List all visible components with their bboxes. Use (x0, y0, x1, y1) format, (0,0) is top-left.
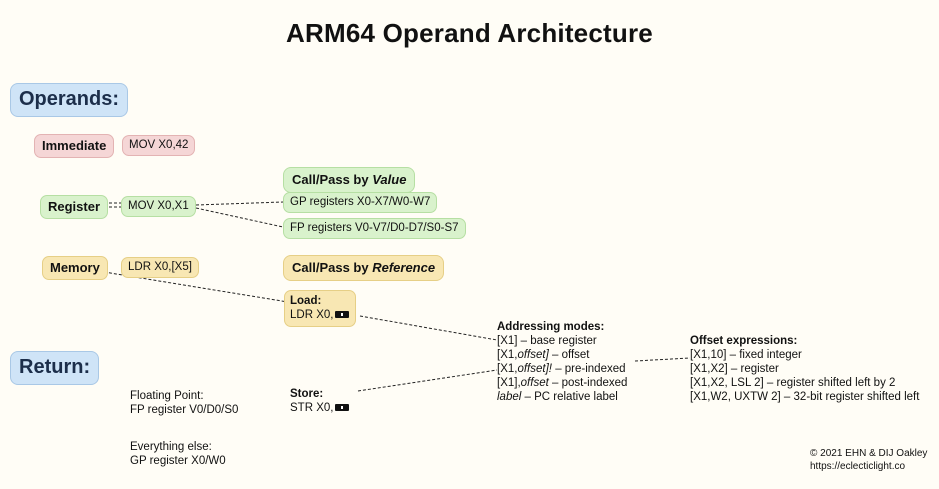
return-else-value: GP register X0/W0 (130, 455, 226, 467)
by-value-heading: Call/Pass by Value (283, 167, 416, 193)
fp-registers-pill: FP registers V0-V7/D0-D7/S0-S7 (283, 218, 466, 239)
offset-expressions: Offset expressions: [X1,10] – fixed inte… (690, 334, 919, 404)
register-tag: Register (40, 195, 109, 219)
credit: © 2021 EHN & DIJ Oakley https://eclectic… (810, 447, 927, 473)
return-else-label: Everything else: (130, 441, 212, 453)
register-example: MOV X0,X1 (121, 196, 196, 217)
offset-item: [X1,10] – fixed integer (690, 349, 802, 361)
store-box: Store: STR X0, (290, 387, 350, 415)
memory-example: LDR X0,[X5] (121, 257, 199, 278)
return-fp-value: FP register V0/D0/S0 (130, 404, 239, 416)
by-reference-heading: Call/Pass by Reference (283, 255, 445, 281)
offset-item: [X1,X2, LSL 2] – register shifted left b… (690, 377, 896, 389)
store-instr: STR X0, (290, 402, 334, 414)
by-value-prefix: Call/Pass by (292, 172, 373, 187)
load-label: Load: (290, 295, 322, 307)
addressing-item: [X1],offset – post-indexed (497, 377, 628, 389)
return-heading: Return: (10, 351, 100, 385)
store-label: Store: (290, 388, 324, 400)
credit-line2: https://eclecticlight.co (810, 461, 906, 472)
by-reference-prefix: Call/Pass by (292, 260, 373, 275)
credit-line1: © 2021 EHN & DIJ Oakley (810, 448, 928, 459)
return-fp-label: Floating Point: (130, 390, 204, 402)
load-instr: LDR X0, (290, 309, 334, 321)
addressing-modes: Addressing modes: [X1] – base register [… (497, 320, 627, 404)
memory-tag: Memory (42, 256, 108, 280)
by-value-emph: Value (372, 172, 407, 187)
return-fp: Floating Point: FP register V0/D0/S0 (130, 389, 238, 417)
addressing-item: label – PC relative label (497, 391, 618, 403)
addressing-title: Addressing modes: (497, 321, 605, 333)
offset-item: [X1,W2, UXTW 2] – 32-bit register shifte… (690, 391, 920, 403)
gp-registers-pill: GP registers X0-X7/W0-W7 (283, 192, 438, 213)
operands-heading: Operands: (10, 83, 129, 117)
offset-item: [X1,X2] – register (690, 363, 779, 375)
immediate-example: MOV X0,42 (122, 135, 196, 156)
by-reference-emph: Reference (372, 260, 436, 275)
addressing-item: [X1,offset]! – pre-indexed (497, 363, 626, 375)
offsets-title: Offset expressions: (690, 335, 798, 347)
addressing-item: [X1] – base register (497, 335, 597, 347)
memory-chip-icon (335, 311, 350, 319)
immediate-tag: Immediate (34, 134, 115, 158)
addressing-item: [X1,offset] – offset (497, 349, 590, 361)
memory-chip-icon (335, 404, 350, 412)
load-box: Load: LDR X0, (284, 290, 357, 327)
page-title: ARM64 Operand Architecture (286, 18, 653, 48)
return-else: Everything else: GP register X0/W0 (130, 440, 226, 468)
